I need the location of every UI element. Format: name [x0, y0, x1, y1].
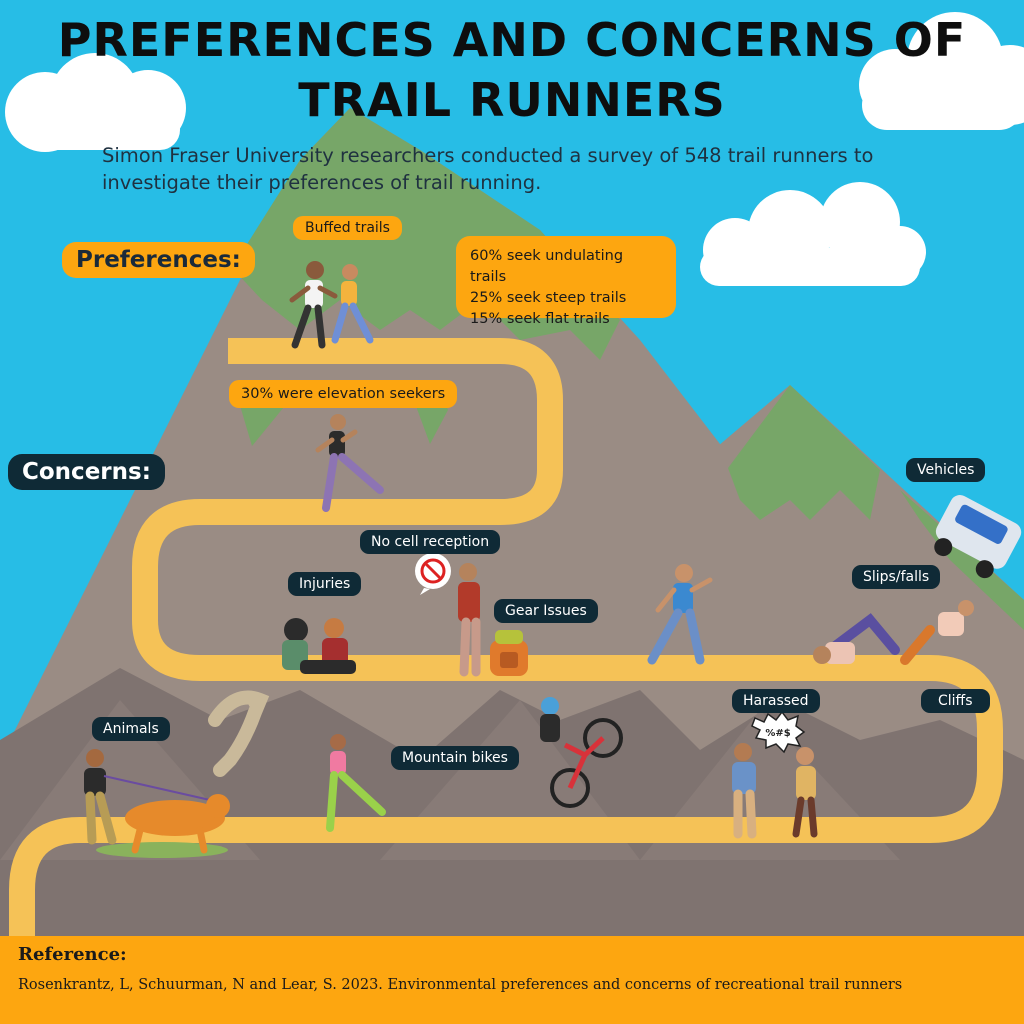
label-buffed-trails: Buffed trails [293, 216, 402, 240]
reference-section: Reference: Rosenkrantz, L, Schuurman, N … [0, 936, 1024, 1024]
speech-bubble-text: %#$ [765, 728, 790, 739]
preferences-heading: Preferences: [62, 242, 255, 278]
right-mountain [560, 385, 1024, 800]
vehicle-illustration [934, 495, 1022, 579]
cloud-icon [859, 12, 1024, 130]
trail-type-stats: 60% seek undulating trails 25% seek stee… [456, 236, 676, 327]
concerns-heading: Concerns: [8, 454, 165, 490]
phone-user-illustration [458, 563, 481, 677]
stat-steep: 25% seek steep trails [470, 290, 627, 306]
harassment-illustration [732, 743, 818, 839]
runner-illustration [315, 414, 384, 512]
mountain-biker-illustration [540, 697, 623, 808]
runner-illustration [326, 734, 386, 832]
reference-citation: Rosenkrantz, L, Schuurman, N and Lear, S… [18, 977, 903, 993]
title-line-2: TRAIL RUNNERS [298, 73, 726, 127]
injury-illustration [282, 618, 356, 674]
label-slips-falls: Slips/falls [852, 565, 941, 589]
label-animals: Animals [92, 717, 170, 741]
label-harassed: Harassed [732, 689, 820, 713]
right-mountain-cap [728, 385, 880, 520]
backpack-illustration [490, 630, 528, 676]
label-vehicles: Vehicles [906, 458, 986, 482]
dog-walker-illustration [84, 749, 230, 858]
reference-title: Reference: [18, 944, 127, 965]
stat-undulating: 60% seek undulating trails [470, 248, 624, 285]
title-line-1: PREFERENCES AND CONCERNS OF [57, 13, 967, 67]
no-signal-icon [415, 553, 451, 595]
cougar-illustration [208, 690, 270, 777]
label-no-cell-reception: No cell reception [360, 530, 501, 554]
label-mountain-bikes: Mountain bikes [391, 746, 519, 770]
speech-bubble-icon: %#$ [751, 710, 806, 754]
trail-path [9, 338, 1003, 940]
intro-text: Simon Fraser University researchers cond… [102, 144, 874, 194]
stat-flat: 15% seek flat trails [470, 311, 610, 327]
falling-people-illustration [813, 600, 974, 665]
cloud-icon [5, 53, 186, 152]
label-gear-issues: Gear Issues [494, 599, 598, 623]
cloud-icon [700, 182, 926, 286]
label-elevation-seekers: 30% were elevation seekers [229, 380, 458, 408]
runner-pair-illustration [289, 261, 374, 349]
label-cliffs: Cliffs [921, 689, 990, 713]
label-injuries: Injuries [288, 572, 362, 596]
runner-illustration [647, 564, 713, 665]
